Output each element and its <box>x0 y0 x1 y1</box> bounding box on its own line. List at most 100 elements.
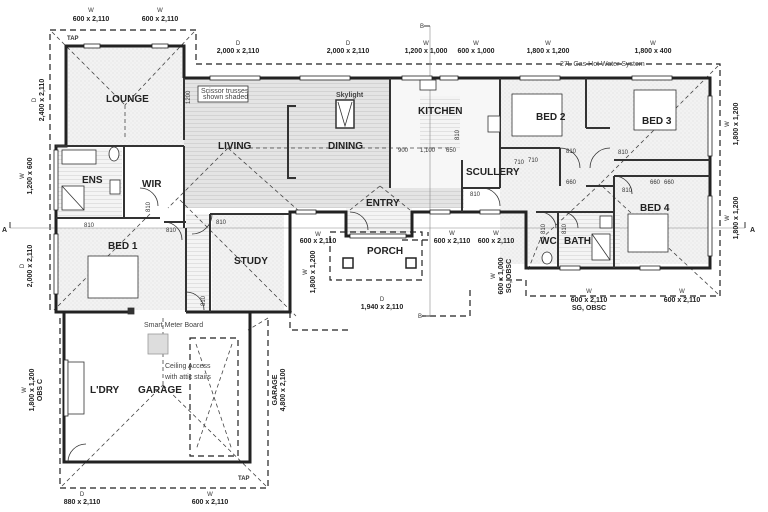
kitchen-island <box>420 96 460 150</box>
svg-text:600 x 2,110: 600 x 2,110 <box>571 297 608 304</box>
svg-text:1,800 x 1,200: 1,800 x 1,200 <box>310 250 317 293</box>
section-a-left: A <box>2 227 7 234</box>
svg-text:W: W <box>679 289 685 295</box>
svg-text:1,100: 1,100 <box>420 148 436 154</box>
label-entry: ENTRY <box>366 198 400 209</box>
svg-text:W: W <box>423 41 429 47</box>
entry-floor <box>346 208 412 236</box>
svg-text:D: D <box>236 41 241 47</box>
svg-text:810: 810 <box>146 201 152 212</box>
study-floor <box>212 214 284 312</box>
svg-text:810: 810 <box>566 149 577 155</box>
svg-text:710: 710 <box>514 160 525 166</box>
window-dims-bottom: D 880 x 2,110 W 600 x 2,110 GARAGE 4,800… <box>64 368 287 506</box>
svg-text:W: W <box>20 173 26 179</box>
label-bed1: BED 1 <box>108 241 138 252</box>
svg-text:600 x 2,110: 600 x 2,110 <box>664 297 701 304</box>
label-bed2: BED 2 <box>536 112 566 123</box>
svg-text:710: 710 <box>528 158 539 164</box>
svg-text:600 x 1,000: 600 x 1,000 <box>498 257 505 294</box>
svg-text:OBS C: OBS C <box>37 379 44 401</box>
svg-text:1,200 x 600: 1,200 x 600 <box>27 157 34 194</box>
svg-text:W: W <box>586 289 592 295</box>
svg-text:W: W <box>725 121 731 127</box>
svg-text:1,800 x 1,200: 1,800 x 1,200 <box>733 196 740 239</box>
svg-text:SG, OBSC: SG, OBSC <box>572 305 606 312</box>
note-skylight: Skylight <box>336 92 364 99</box>
vanity <box>109 179 121 195</box>
svg-text:W: W <box>491 273 497 279</box>
svg-text:2,000 x 2,110: 2,000 x 2,110 <box>27 245 34 288</box>
interior-walls <box>56 78 710 312</box>
svg-text:D: D <box>32 97 38 102</box>
label-garage: GARAGE <box>138 385 182 396</box>
ceiling-access-hatch <box>147 333 169 355</box>
svg-text:W: W <box>725 215 731 221</box>
svg-text:W: W <box>315 232 321 238</box>
label-dining: DINING <box>328 141 363 152</box>
label-bath: BATH <box>564 236 591 247</box>
label-lounge: LOUNGE <box>106 94 149 105</box>
note-tap-top: TAP <box>67 36 79 42</box>
porch-roof-outline <box>329 231 423 281</box>
window-dims-top: W 600 x 2,110 W 600 x 2,110 D 2,000 x 2,… <box>73 8 672 55</box>
svg-text:2,000 x 2,110: 2,000 x 2,110 <box>217 48 260 55</box>
svg-text:1200: 1200 <box>186 90 192 104</box>
door-size-labels: 810 810 810 810 810 810 810 810 810 810 … <box>84 90 675 306</box>
svg-text:W: W <box>303 269 309 275</box>
svg-text:W: W <box>157 8 163 14</box>
svg-text:W: W <box>22 387 28 393</box>
svg-text:1,940 x 2,110: 1,940 x 2,110 <box>361 304 404 311</box>
svg-text:GARAGE: GARAGE <box>272 374 279 405</box>
svg-text:1,800 x 1,200: 1,800 x 1,200 <box>29 368 36 411</box>
note-shown-shaded: shown shaded <box>203 94 248 101</box>
section-b-top: B <box>420 24 424 30</box>
label-kitchen: KITCHEN <box>418 106 462 117</box>
svg-text:D: D <box>380 297 385 303</box>
label-living: LIVING <box>218 141 252 152</box>
note-tap-bottom: TAP <box>238 476 250 482</box>
window-dims-mid: W 600 x 2,110 W 1,800 x 1,200 D 1,940 x … <box>300 231 701 312</box>
svg-text:W: W <box>473 41 479 47</box>
door-swings <box>67 147 633 463</box>
svg-text:600 x 2,110: 600 x 2,110 <box>192 499 229 506</box>
toilet <box>108 146 120 162</box>
svg-text:810: 810 <box>541 223 547 234</box>
label-laundry: L'DRY <box>90 385 120 396</box>
label-wir: WIR <box>142 179 162 190</box>
laundry-bench <box>67 361 85 415</box>
window-marks <box>53 43 713 417</box>
label-study: STUDY <box>234 256 268 267</box>
section-a-right: A <box>750 227 755 234</box>
svg-text:1,800 x 400: 1,800 x 400 <box>635 48 672 55</box>
svg-text:810: 810 <box>216 220 227 226</box>
svg-text:W: W <box>545 41 551 47</box>
svg-text:810: 810 <box>562 223 568 234</box>
label-wc: WC <box>540 236 557 247</box>
svg-text:W: W <box>88 8 94 14</box>
svg-text:W: W <box>650 41 656 47</box>
window-dims-left: D 2,400 x 2,110 W 1,200 x 600 D 2,000 x … <box>20 79 46 412</box>
bed4-bed <box>627 213 669 253</box>
hall-floor <box>186 214 210 312</box>
svg-text:4,800 x 2,100: 4,800 x 2,100 <box>280 368 287 411</box>
roof-hip-lines <box>51 31 719 487</box>
svg-text:810: 810 <box>470 192 481 198</box>
svg-text:810: 810 <box>455 129 461 140</box>
window-dims-right: W 1,800 x 1,200 W 1,800 x 1,200 <box>725 102 740 239</box>
svg-text:600 x 2,110: 600 x 2,110 <box>142 16 179 23</box>
bed1-bed <box>87 255 139 299</box>
svg-text:660: 660 <box>650 180 661 186</box>
svg-text:W: W <box>449 231 455 237</box>
svg-text:D: D <box>346 41 351 47</box>
section-b-bottom: B <box>418 314 422 320</box>
note-attic-stairs: with attic stairs <box>164 374 211 381</box>
svg-text:810: 810 <box>201 295 207 306</box>
svg-text:1,200 x 1,000: 1,200 x 1,000 <box>405 48 448 55</box>
svg-text:600 x 2,110: 600 x 2,110 <box>73 16 110 23</box>
note-ceiling-access: Ceiling Access <box>165 363 211 370</box>
svg-text:600 x 1,000: 600 x 1,000 <box>458 48 495 55</box>
svg-text:W: W <box>493 231 499 237</box>
svg-text:1,800 x 1,200: 1,800 x 1,200 <box>733 102 740 145</box>
